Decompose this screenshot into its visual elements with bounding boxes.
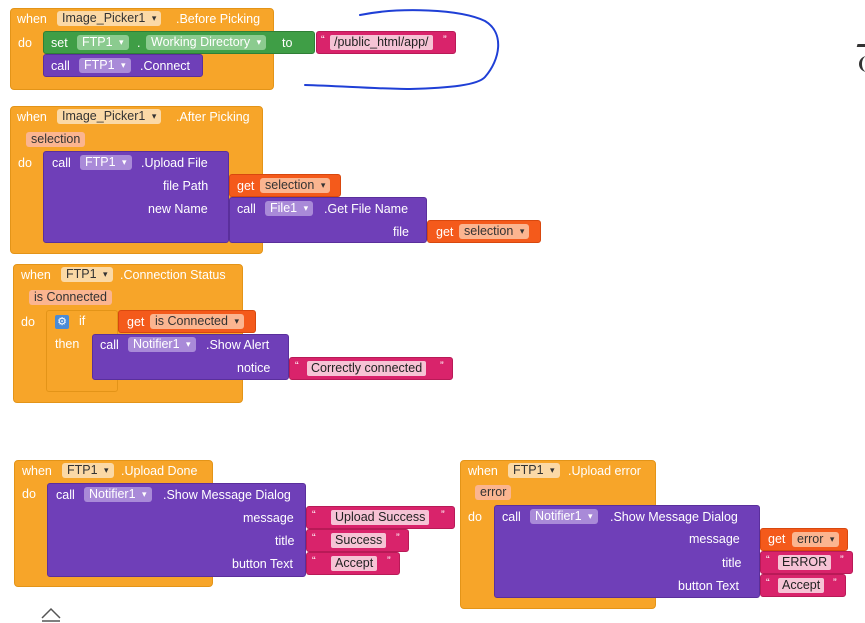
- component-dropdown[interactable]: FTP1: [61, 267, 113, 282]
- method-name: .Connect: [140, 59, 191, 73]
- get-keyword: get: [436, 225, 454, 239]
- call-keyword: call: [52, 156, 71, 170]
- dot-separator: .: [137, 36, 141, 50]
- call-keyword: call: [237, 202, 256, 216]
- variable-dropdown[interactable]: selection: [260, 178, 331, 193]
- get-keyword: get: [768, 532, 786, 546]
- arg-label-message: message: [243, 511, 294, 525]
- quote-open-icon: “: [312, 555, 316, 567]
- quote-close-icon: ”: [443, 34, 447, 46]
- arg-label-button-text: button Text: [232, 557, 293, 571]
- arg-label-file: file: [393, 225, 409, 239]
- upload-file-call-block[interactable]: [43, 151, 229, 243]
- event-parameter[interactable]: is Connected: [29, 290, 112, 305]
- call-keyword: call: [100, 338, 119, 352]
- collapse-arrow-icon[interactable]: [40, 606, 62, 623]
- component-dropdown[interactable]: File1: [265, 201, 314, 216]
- component-dropdown[interactable]: FTP1: [508, 463, 560, 478]
- set-keyword: set: [51, 36, 68, 50]
- when-keyword: when: [21, 268, 51, 282]
- do-keyword: do: [22, 487, 36, 501]
- call-keyword: call: [51, 59, 70, 73]
- text-value[interactable]: /public_html/app/: [330, 35, 433, 50]
- quote-open-icon: “: [766, 577, 770, 589]
- component-dropdown[interactable]: Image_Picker1: [57, 109, 162, 124]
- quote-close-icon: ”: [396, 532, 400, 544]
- quote-open-icon: “: [295, 360, 299, 372]
- arg-label-title: title: [722, 556, 742, 570]
- quote-close-icon: ”: [441, 509, 445, 521]
- event-name: .Upload error: [568, 464, 641, 478]
- variable-dropdown[interactable]: error: [792, 532, 840, 547]
- variable-dropdown[interactable]: is Connected: [150, 314, 244, 329]
- component-dropdown[interactable]: FTP1: [79, 58, 131, 73]
- when-keyword: when: [22, 464, 52, 478]
- arg-label-notice: notice: [237, 361, 271, 375]
- text-value[interactable]: Correctly connected: [307, 361, 427, 376]
- quote-close-icon: ”: [440, 360, 444, 372]
- event-name: .After Picking: [176, 110, 250, 124]
- event-name: .Before Picking: [176, 12, 261, 26]
- quote-close-icon: ”: [387, 555, 391, 567]
- arg-label-file-path: file Path: [163, 179, 209, 193]
- component-dropdown[interactable]: Image_Picker1: [57, 11, 162, 26]
- method-name: .Upload File: [141, 156, 208, 170]
- gear-icon[interactable]: ⚙: [55, 315, 69, 329]
- annotation-scribble: [304, 9, 500, 90]
- component-dropdown[interactable]: Notifier1: [530, 509, 598, 524]
- cropped-glyph: [856, 30, 865, 47]
- if-keyword: if: [79, 314, 86, 328]
- quote-open-icon: “: [312, 509, 316, 521]
- arg-label-new-name: new Name: [148, 202, 208, 216]
- event-parameter[interactable]: selection: [26, 132, 86, 147]
- get-keyword: get: [237, 179, 255, 193]
- do-keyword: do: [18, 156, 32, 170]
- arg-label-message: message: [689, 532, 740, 546]
- component-dropdown[interactable]: FTP1: [62, 463, 114, 478]
- do-keyword: do: [21, 315, 35, 329]
- cropped-glyph: [859, 56, 865, 72]
- when-keyword: when: [17, 110, 47, 124]
- when-keyword: when: [468, 464, 498, 478]
- arg-label-button-text: button Text: [678, 579, 739, 593]
- method-name: .Show Message Dialog: [163, 488, 291, 502]
- text-value[interactable]: Success: [331, 533, 387, 548]
- quote-close-icon: ”: [840, 554, 844, 566]
- get-file-name-call-block[interactable]: [229, 197, 427, 243]
- then-keyword: then: [55, 337, 80, 351]
- method-name: .Show Alert: [206, 338, 270, 352]
- call-keyword: call: [56, 488, 75, 502]
- event-name: .Upload Done: [121, 464, 198, 478]
- event-name: .Connection Status: [120, 268, 226, 282]
- text-value[interactable]: ERROR: [778, 555, 832, 570]
- text-value[interactable]: Accept: [778, 578, 825, 593]
- to-keyword: to: [282, 36, 293, 50]
- component-dropdown[interactable]: FTP1: [80, 155, 132, 170]
- text-value[interactable]: Upload Success: [331, 510, 430, 525]
- component-dropdown[interactable]: Notifier1: [84, 487, 152, 502]
- do-keyword: do: [468, 510, 482, 524]
- do-keyword: do: [18, 36, 32, 50]
- method-name: .Show Message Dialog: [610, 510, 738, 524]
- component-dropdown[interactable]: Notifier1: [128, 337, 196, 352]
- quote-close-icon: ”: [833, 577, 837, 589]
- text-value[interactable]: Accept: [331, 556, 378, 571]
- get-keyword: get: [127, 315, 145, 329]
- when-keyword: when: [17, 12, 47, 26]
- event-parameter[interactable]: error: [475, 485, 512, 500]
- arg-label-title: title: [275, 534, 295, 548]
- property-dropdown[interactable]: Working Directory: [146, 35, 267, 50]
- call-keyword: call: [502, 510, 521, 524]
- method-name: .Get File Name: [324, 202, 409, 216]
- quote-open-icon: “: [766, 554, 770, 566]
- quote-open-icon: “: [312, 532, 316, 544]
- quote-open-icon: “: [321, 34, 325, 46]
- variable-dropdown[interactable]: selection: [459, 224, 530, 239]
- component-dropdown[interactable]: FTP1: [77, 35, 129, 50]
